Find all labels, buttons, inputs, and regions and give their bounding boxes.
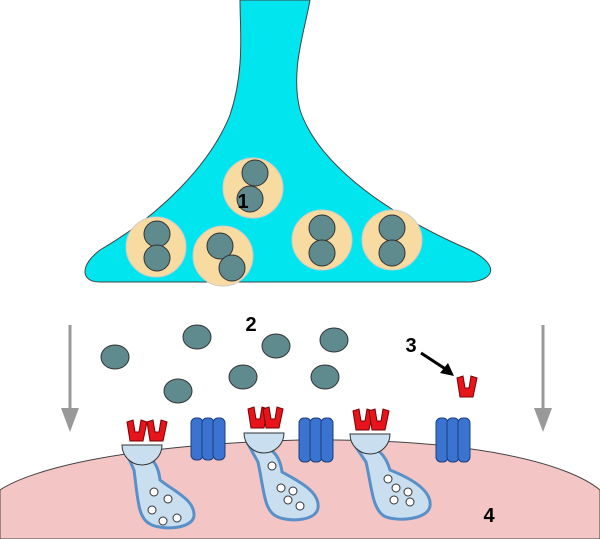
ion-channel (190, 417, 226, 461)
vesicle (291, 209, 353, 271)
label-postsynaptic: 4 (483, 505, 495, 527)
y-shaped-antibody-icon (126, 419, 168, 442)
vesicle (192, 225, 254, 287)
y-shaped-antibody-icon (456, 375, 478, 398)
vesicle (222, 157, 284, 219)
arrow-icon (420, 351, 454, 376)
y-shaped-antibody-icon (352, 408, 390, 431)
label-vesicle: 1 (237, 191, 248, 213)
vesicle (125, 216, 187, 278)
label-blocker: 3 (405, 335, 416, 357)
receptor-2 (243, 432, 320, 522)
released-neurotransmitters (100, 324, 349, 404)
ion-channel (435, 417, 471, 463)
receptor-3 (349, 433, 432, 521)
receptor-1 (121, 444, 196, 530)
down-arrow-icon (534, 325, 552, 432)
down-arrow-icon (61, 325, 79, 432)
label-cleft: 2 (245, 314, 256, 336)
synaptic-vesicles (125, 157, 423, 287)
vesicle (361, 209, 423, 271)
ion-channel (298, 417, 334, 463)
y-shaped-antibody-icon (247, 406, 284, 429)
